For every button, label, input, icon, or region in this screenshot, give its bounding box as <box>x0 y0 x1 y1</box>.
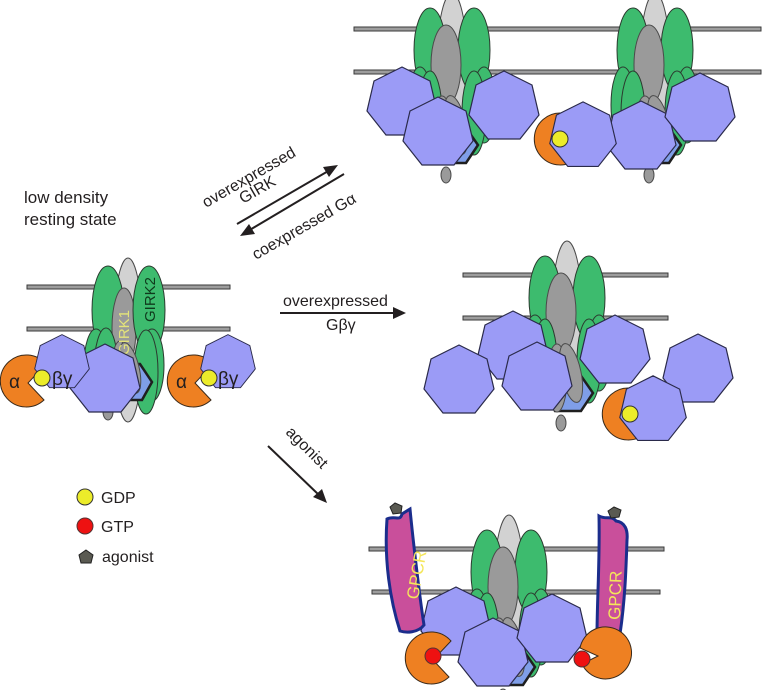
coexpressed-galpha-label: coexpressed Gα <box>250 190 360 263</box>
legend-agonist-label: agonist <box>102 549 154 566</box>
gdp-marker <box>621 405 639 423</box>
gtp-marker <box>424 647 442 665</box>
legend-gdp-label: GDP <box>101 490 136 507</box>
gdp-marker <box>200 369 218 387</box>
g-protein-heterotrimer <box>601 375 687 441</box>
legend-gtp-label: GTP <box>101 519 134 536</box>
gdp-marker <box>551 130 569 148</box>
overexpressed-girk-panel <box>353 0 762 185</box>
alpha-label: α <box>9 372 20 393</box>
resting-state-label-line2: resting state <box>24 210 117 229</box>
gpcr-left: GPCR <box>384 502 452 685</box>
overexpressed-gbg-panel <box>423 239 734 441</box>
legend: GDP GTP agonist <box>76 488 154 566</box>
gdp-marker <box>33 369 51 387</box>
gpcr-label: GPCR <box>605 570 626 620</box>
g-protein-heterotrimer <box>533 101 617 168</box>
arrow-agonist: agonist <box>267 424 331 503</box>
betagamma-label: βγ <box>218 369 239 390</box>
legend-agonist-icon <box>78 549 94 564</box>
agonist-bound <box>607 506 622 519</box>
betagamma-label: βγ <box>52 369 73 390</box>
gpcr-right: GPCR <box>573 506 633 680</box>
overexpressed-gbg-label-line2: Gβγ <box>326 317 356 334</box>
agonist-panel: GPCR GPCR <box>368 502 665 690</box>
agonist-bound <box>389 502 403 515</box>
girk1-label: GIRK1 <box>116 310 133 355</box>
g-protein-heterotrimer-left: α βγ <box>0 334 90 408</box>
g-protein-heterotrimer-right: α βγ <box>166 334 256 408</box>
legend-gdp-icon <box>76 488 94 506</box>
gtp-marker <box>573 650 591 668</box>
alpha-label: α <box>176 372 187 393</box>
legend-gtp-icon <box>76 517 94 535</box>
resting-state-label-line1: low density <box>24 188 109 207</box>
arrow-overexpressed-gbg: overexpressed Gβγ <box>280 293 406 334</box>
overexpressed-gbg-label-line1: overexpressed <box>283 293 388 310</box>
girk2-label: GIRK2 <box>142 277 159 322</box>
resting-state-panel: GIRK1 GIRK2 α βγ α βγ <box>0 257 256 423</box>
